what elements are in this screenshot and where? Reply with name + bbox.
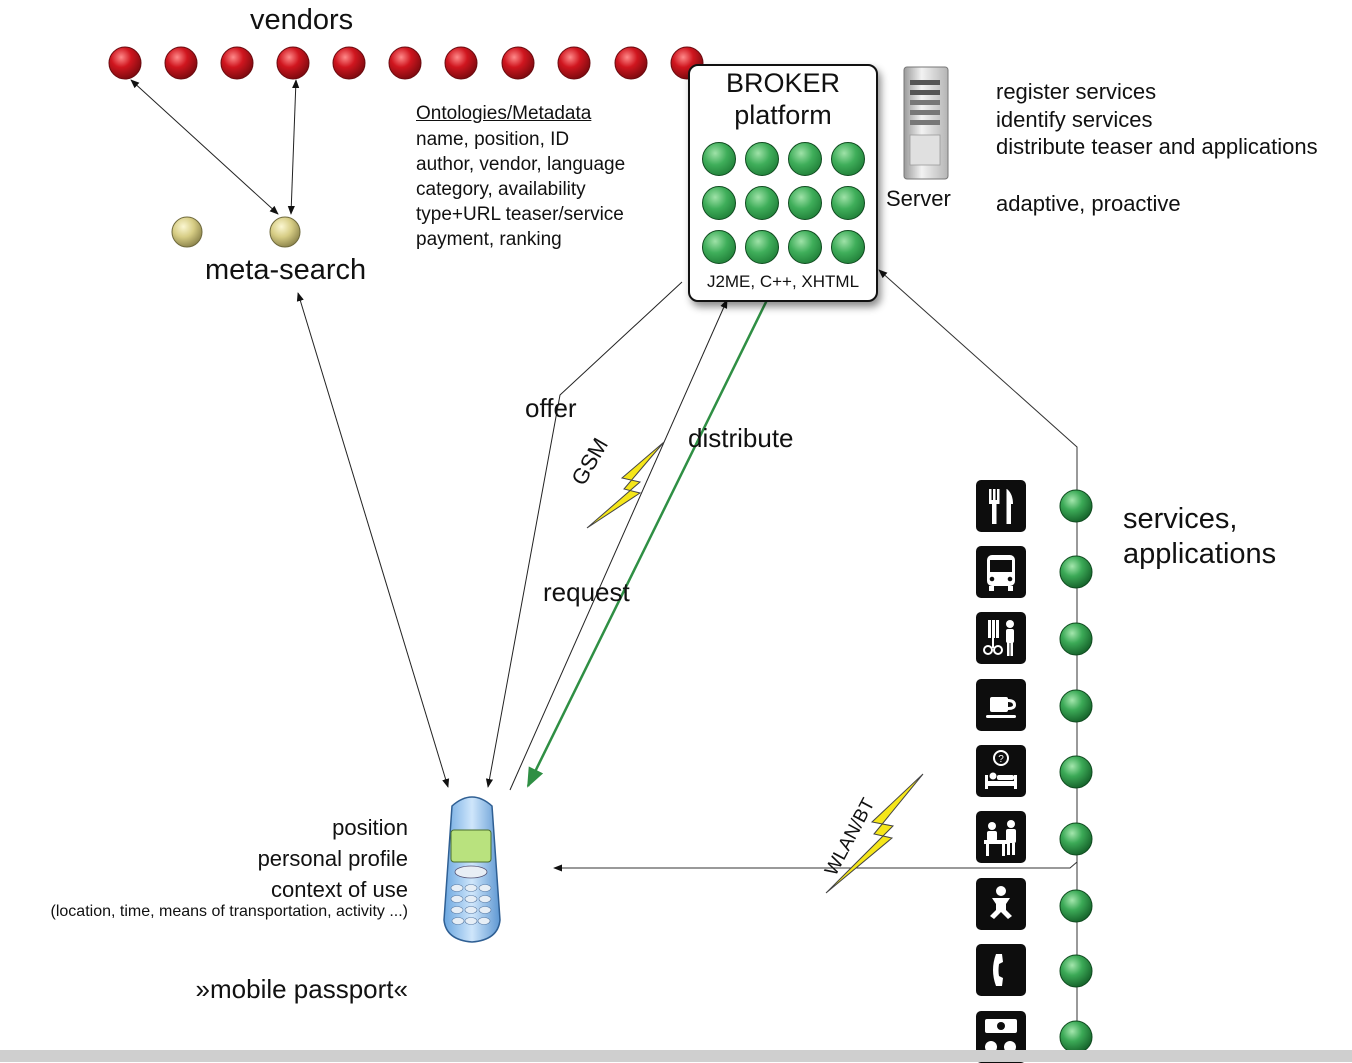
coffee-icon <box>976 679 1026 731</box>
broker-service-dot <box>702 186 736 220</box>
broker-service-dot <box>788 186 822 220</box>
baby-changing-icon <box>976 878 1026 930</box>
mobile-passport-label: »mobile passport« <box>195 974 408 1004</box>
request-label: request <box>543 577 630 607</box>
service-dot <box>1059 1020 1093 1054</box>
phone-position-label: position <box>332 815 408 840</box>
service-dot <box>1059 689 1093 723</box>
server-label: Server <box>886 186 951 211</box>
vendor-dot <box>108 46 142 80</box>
broker-dot-grid <box>702 142 868 264</box>
vendor-dot <box>276 46 310 80</box>
offer-label: offer <box>525 393 577 423</box>
meta-search-dot <box>171 216 203 248</box>
services-label: services, <box>1123 503 1238 535</box>
bus-icon <box>976 546 1026 598</box>
request-arrow <box>509 299 728 791</box>
broker-service-dot <box>788 142 822 176</box>
broker-service-dot <box>831 230 865 264</box>
hotel-info-icon: ? <box>976 745 1026 797</box>
phone-profile-label: personal profile <box>257 846 408 871</box>
feature-line: distribute teaser and applications <box>996 134 1318 159</box>
telephone-icon <box>976 944 1026 996</box>
broker-title: BROKER <box>725 68 841 98</box>
vendor-metasearch-arrow <box>130 79 279 215</box>
restaurant-icon <box>976 480 1026 532</box>
gsm-lightning-icon <box>586 441 665 529</box>
wlan-bt-lightning-icon <box>825 773 924 894</box>
vendors-label: vendors <box>250 4 354 36</box>
broker-service-dot <box>745 142 779 176</box>
vendor-dot <box>614 46 648 80</box>
services-phone-arrow <box>553 861 1078 872</box>
hairdresser-icon <box>976 612 1026 664</box>
meta-search-label: meta-search <box>205 254 367 286</box>
vendor-dot <box>164 46 198 80</box>
broker-service-dot <box>788 230 822 264</box>
vendor-metasearch-arrow <box>287 79 300 215</box>
bottom-bar <box>0 1050 1352 1062</box>
ontology-line: category, availability <box>416 179 586 200</box>
broker-platform-box: BROKER platform J2ME, C++, XHTML <box>688 64 878 302</box>
ontology-line: type+URL teaser/service <box>416 204 624 225</box>
metasearch-phone-arrow <box>296 292 450 788</box>
distribute-label: distribute <box>688 423 794 453</box>
applications-label: applications <box>1123 538 1277 570</box>
service-dot <box>1059 555 1093 589</box>
service-dot <box>1059 622 1093 656</box>
service-dot <box>1059 889 1093 923</box>
vendor-dot <box>332 46 366 80</box>
vendor-dot <box>220 46 254 80</box>
service-dot <box>1059 755 1093 789</box>
feature-line: identify services <box>996 107 1153 132</box>
broker-subtitle: platform <box>734 100 832 130</box>
vendor-dot <box>444 46 478 80</box>
broker-service-dot <box>831 142 865 176</box>
service-dot <box>1059 489 1093 523</box>
service-dot <box>1059 822 1093 856</box>
svg-text:?: ? <box>998 754 1004 765</box>
broker-tech-label: J2ME, C++, XHTML <box>706 272 860 291</box>
phone-context-label: context of use <box>271 877 408 902</box>
broker-service-dot <box>745 186 779 220</box>
service-dot <box>1059 954 1093 988</box>
ontologies-heading: Ontologies/Metadata <box>416 103 592 124</box>
distribute-arrow <box>526 299 769 788</box>
ontology-line: payment, ranking <box>416 229 562 250</box>
vendor-dot <box>388 46 422 80</box>
server-tower-icon <box>903 66 949 180</box>
feature-extra: adaptive, proactive <box>996 191 1181 216</box>
vendor-dot <box>557 46 591 80</box>
broker-service-dot <box>831 186 865 220</box>
ontology-line: author, vendor, language <box>416 154 626 175</box>
broker-service-dot <box>702 230 736 264</box>
mobile-phone-icon <box>443 796 501 943</box>
feature-line: register services <box>996 79 1157 104</box>
meta-search-dot <box>269 216 301 248</box>
phone-context-note: (location, time, means of transportation… <box>50 903 408 920</box>
broker-service-dot <box>702 142 736 176</box>
reception-desk-icon <box>976 811 1026 863</box>
broker-service-dot <box>745 230 779 264</box>
offer-arrow <box>485 281 683 788</box>
vendor-dot <box>501 46 535 80</box>
ontology-line: name, position, ID <box>416 129 570 150</box>
service-dots <box>1059 489 1093 1054</box>
vendor-dots <box>108 46 704 80</box>
